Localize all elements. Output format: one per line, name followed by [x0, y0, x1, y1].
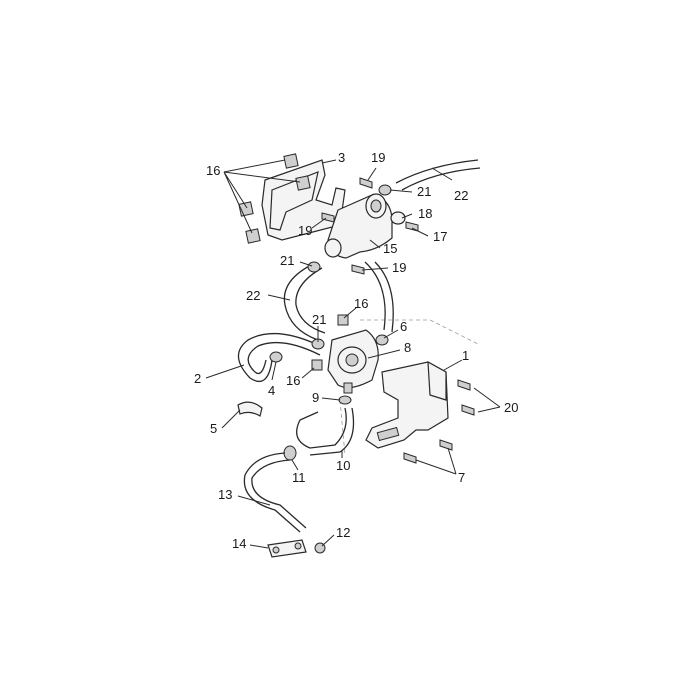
- callout-21-top: 21: [417, 184, 431, 199]
- gasket-part-14: [267, 539, 307, 558]
- callout-18: 18: [418, 206, 432, 221]
- callout-2: 2: [194, 371, 201, 386]
- callout-19-mid: 19: [298, 223, 312, 238]
- callout-15: 15: [383, 241, 397, 256]
- callout-20: 20: [504, 400, 518, 415]
- callout-labels: 16 3 19 21 22 19 18 17 15 21 19 22 16 21…: [194, 150, 518, 551]
- callout-16-top: 16: [206, 163, 220, 178]
- callout-19-low: 19: [392, 260, 406, 275]
- callout-8: 8: [404, 340, 411, 355]
- callout-16-low: 16: [286, 373, 300, 388]
- small-clamps: [307, 184, 406, 405]
- callout-10: 10: [336, 458, 350, 473]
- hose-part-22-long: [283, 262, 326, 341]
- clip-part-5: [237, 401, 263, 417]
- background-guides: [339, 319, 481, 456]
- bracket-part-1: [365, 360, 449, 449]
- pipe-part-13: [243, 452, 307, 533]
- callout-5: 5: [210, 421, 217, 436]
- bolts: [321, 177, 475, 464]
- callout-14: 14: [232, 536, 246, 551]
- callout-22-mid: 22: [246, 288, 260, 303]
- callout-11: 11: [292, 470, 306, 485]
- callout-3: 3: [338, 150, 345, 165]
- canister-part-15: [324, 193, 393, 259]
- callout-19-top: 19: [371, 150, 385, 165]
- callout-16-mid: 16: [354, 296, 368, 311]
- callout-1: 1: [462, 348, 469, 363]
- callout-7: 7: [458, 470, 465, 485]
- fitting-part-11: [283, 445, 297, 461]
- callout-9: 9: [312, 390, 319, 405]
- callout-17: 17: [433, 229, 447, 244]
- callout-21-mid: 21: [280, 253, 294, 268]
- callout-12: 12: [336, 525, 350, 540]
- callout-6: 6: [400, 319, 407, 334]
- clamp-part-4: [269, 351, 283, 363]
- hose-part-10: [296, 407, 355, 456]
- hose-part-22-upper: [395, 159, 481, 191]
- callout-4: 4: [268, 383, 275, 398]
- callout-13: 13: [218, 487, 232, 502]
- valve-assembly-part-8: [327, 329, 379, 394]
- hose-part-22-right: [364, 261, 394, 333]
- callout-21-low: 21: [312, 312, 326, 327]
- callout-22-top: 22: [454, 188, 468, 203]
- hose-part-2: [237, 332, 321, 383]
- clip-nuts-part-16-plate: [238, 153, 311, 244]
- leader-lines: [205, 159, 501, 549]
